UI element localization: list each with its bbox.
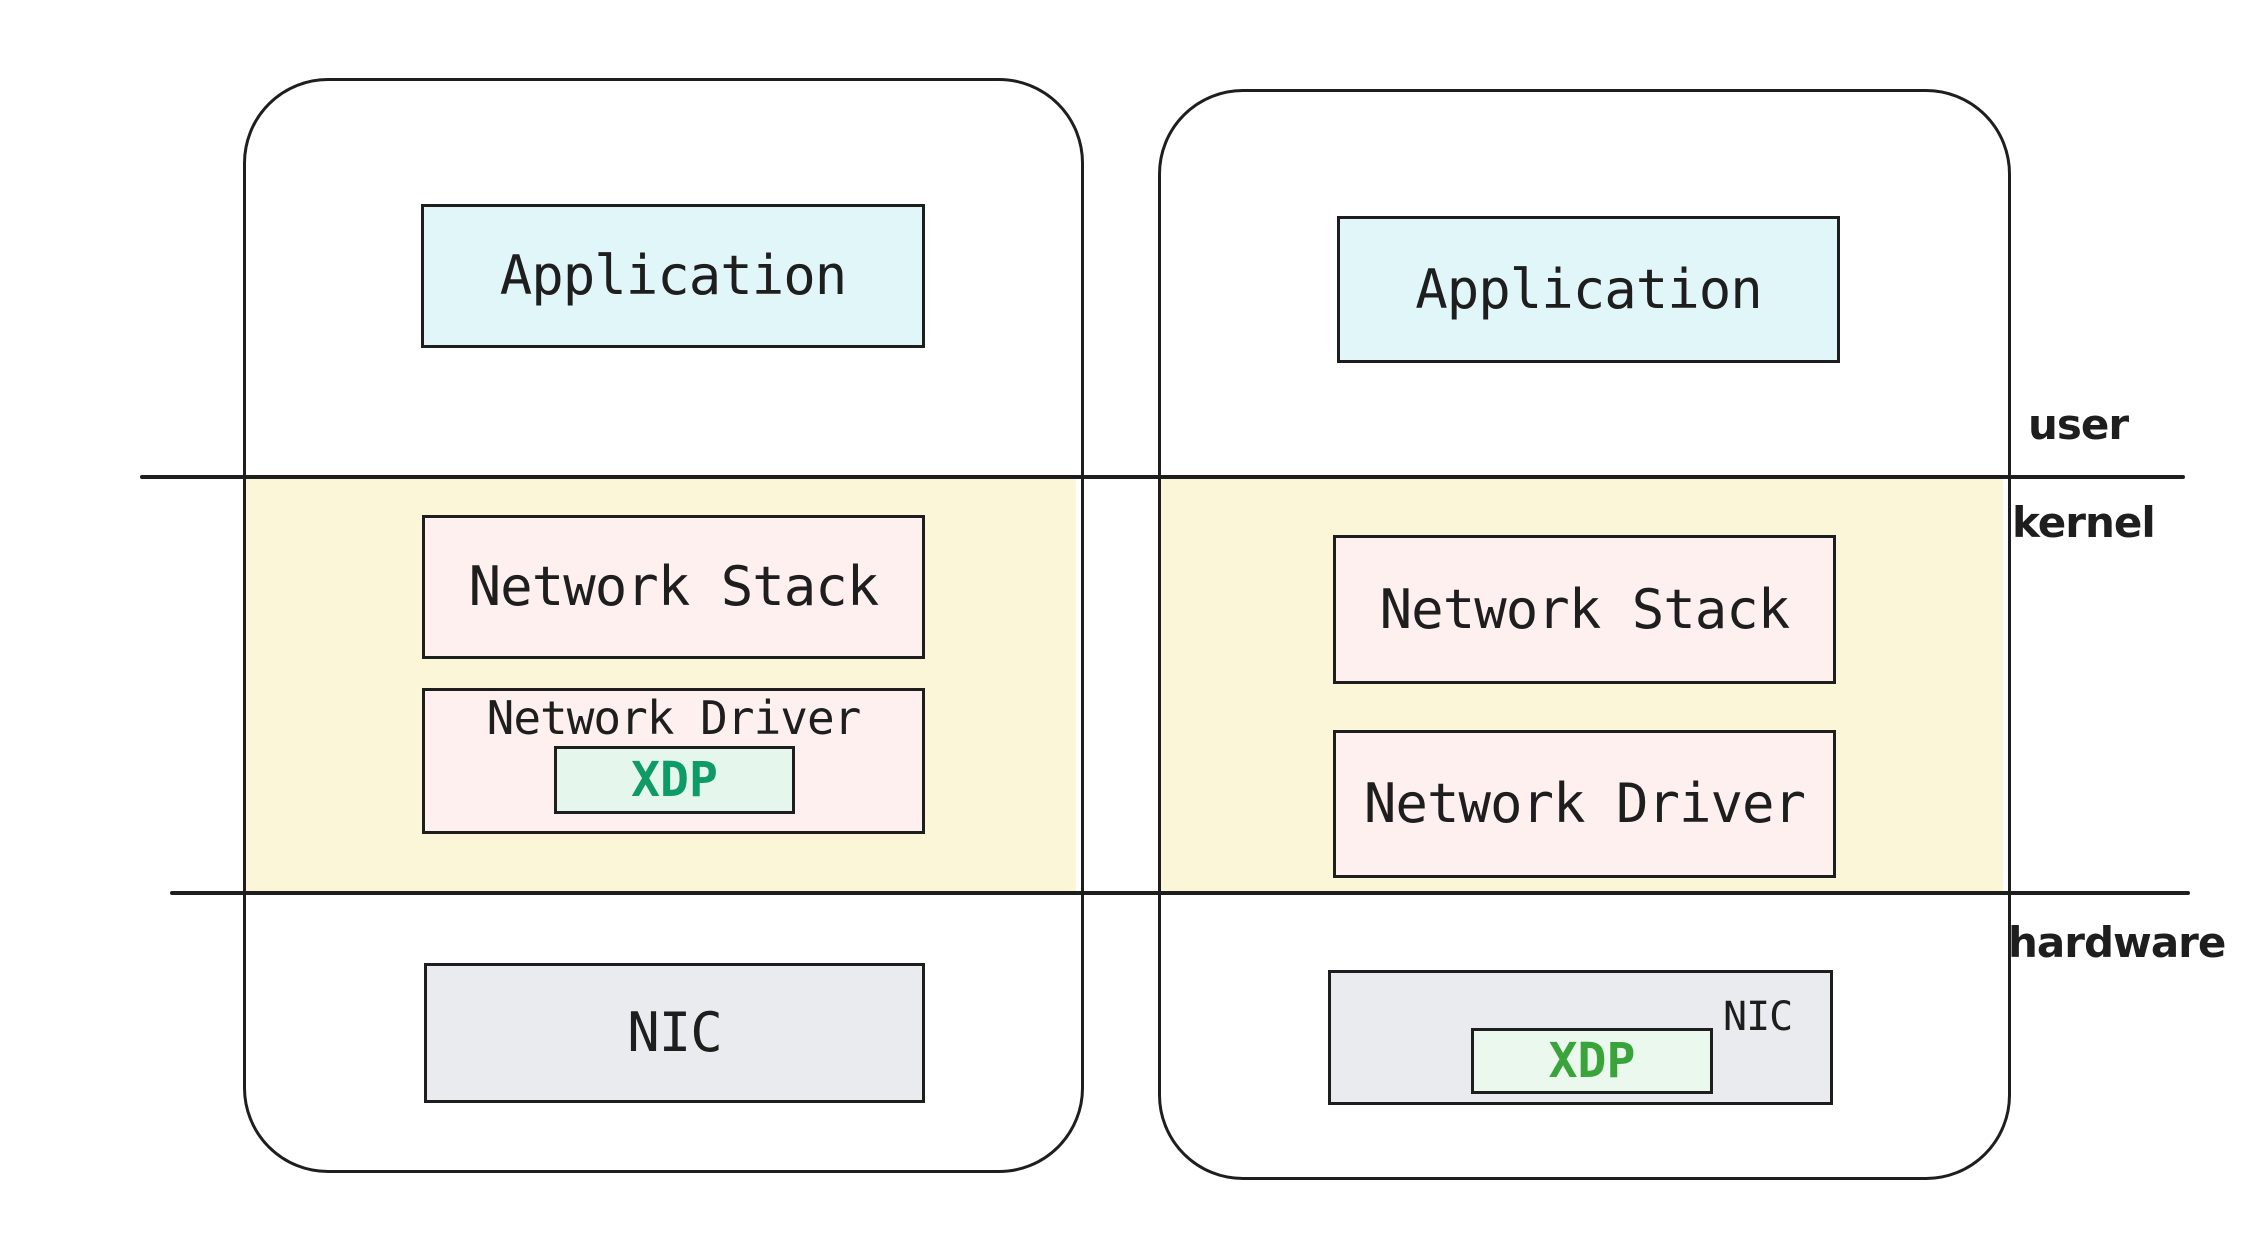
xdp-box-in-nic: XDP (1471, 1028, 1713, 1094)
network-driver-label-left: Network Driver (486, 691, 862, 745)
user-kernel-boundary-line (140, 475, 2185, 479)
nic-label-right: NIC (1723, 994, 1793, 1040)
kernel-hardware-boundary-line (170, 891, 2190, 895)
nic-box-left: NIC (424, 963, 925, 1103)
network-driver-box-right: Network Driver (1333, 730, 1836, 878)
zone-label-hardware: hardware (2008, 918, 2226, 967)
zone-label-kernel: kernel (2012, 498, 2156, 547)
network-stack-box-left: Network Stack (422, 515, 925, 659)
host-container-nic-xdp (1158, 89, 2011, 1180)
network-driver-box-left: Network Driver XDP (422, 688, 925, 834)
application-box-left: Application (421, 204, 925, 348)
zone-label-user: user (2028, 400, 2129, 449)
application-box-right: Application (1337, 216, 1840, 363)
xdp-box-in-driver: XDP (554, 746, 795, 814)
host-container-driver-xdp (243, 78, 1084, 1173)
nic-box-right: NIC XDP (1328, 970, 1833, 1105)
network-stack-box-right: Network Stack (1333, 535, 1836, 684)
